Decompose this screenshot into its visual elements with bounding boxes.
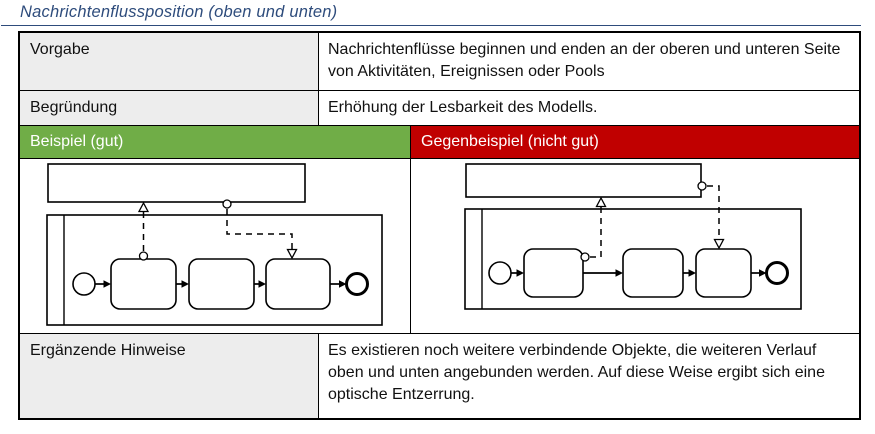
- good-example-diagram-cell: [20, 159, 411, 333]
- good-example-header: Beispiel (gut): [20, 126, 411, 158]
- table-row-example-headers: Beispiel (gut) Gegenbeispiel (nicht gut): [20, 126, 859, 159]
- bad-sequence-flows: [511, 269, 767, 277]
- begruendung-label: Begründung: [20, 91, 319, 125]
- good-message-flow-up: [137, 201, 150, 261]
- vorgabe-label: Vorgabe: [20, 33, 319, 90]
- bpmn-good-example-diagram: [46, 163, 383, 326]
- vorgabe-text: Nachrichtenflüsse beginnen und enden an …: [328, 41, 841, 81]
- table-row-hinweise: Ergänzende Hinweise Es existieren noch w…: [20, 334, 859, 418]
- bad-message-flow-down: [697, 181, 725, 250]
- good-task-2: [188, 258, 255, 310]
- title-underline: [1, 25, 861, 26]
- guideline-table: Vorgabe Nachrichtenflüsse beginnen und e…: [18, 31, 861, 420]
- bad-start-event: [488, 261, 512, 285]
- good-task-1: [110, 258, 177, 310]
- hinweise-label: Ergänzende Hinweise: [20, 334, 319, 418]
- table-row-begruendung: Begründung Erhöhung der Lesbarkeit des M…: [20, 91, 859, 126]
- hinweise-text: Es existieren noch weitere verbindende O…: [328, 342, 825, 404]
- bad-task-3: [695, 248, 752, 298]
- table-row-vorgabe: Vorgabe Nachrichtenflüsse beginnen und e…: [20, 33, 859, 91]
- bad-task-1: [523, 248, 584, 298]
- good-start-event: [72, 272, 96, 296]
- good-sequence-flows: [95, 280, 347, 288]
- good-end-event: [345, 272, 369, 296]
- bpmn-counter-example-diagram: [464, 163, 802, 310]
- counter-example-diagram-cell: [411, 159, 859, 333]
- bad-message-flow-up: [580, 196, 607, 262]
- good-main-pool: [46, 214, 383, 326]
- good-message-flow-down: [222, 199, 298, 260]
- good-top-pool: [47, 163, 306, 203]
- page-title: Nachrichtenflussposition (oben und unten…: [20, 3, 338, 21]
- bad-task-2: [622, 248, 684, 298]
- good-task-3: [265, 258, 331, 310]
- begruendung-text: Erhöhung der Lesbarkeit des Modells.: [328, 99, 598, 116]
- counter-example-header: Gegenbeispiel (nicht gut): [411, 126, 859, 158]
- bad-end-event: [765, 261, 789, 285]
- bad-top-pool: [465, 163, 702, 198]
- bad-main-pool: [464, 208, 802, 310]
- table-row-diagrams: [20, 159, 859, 334]
